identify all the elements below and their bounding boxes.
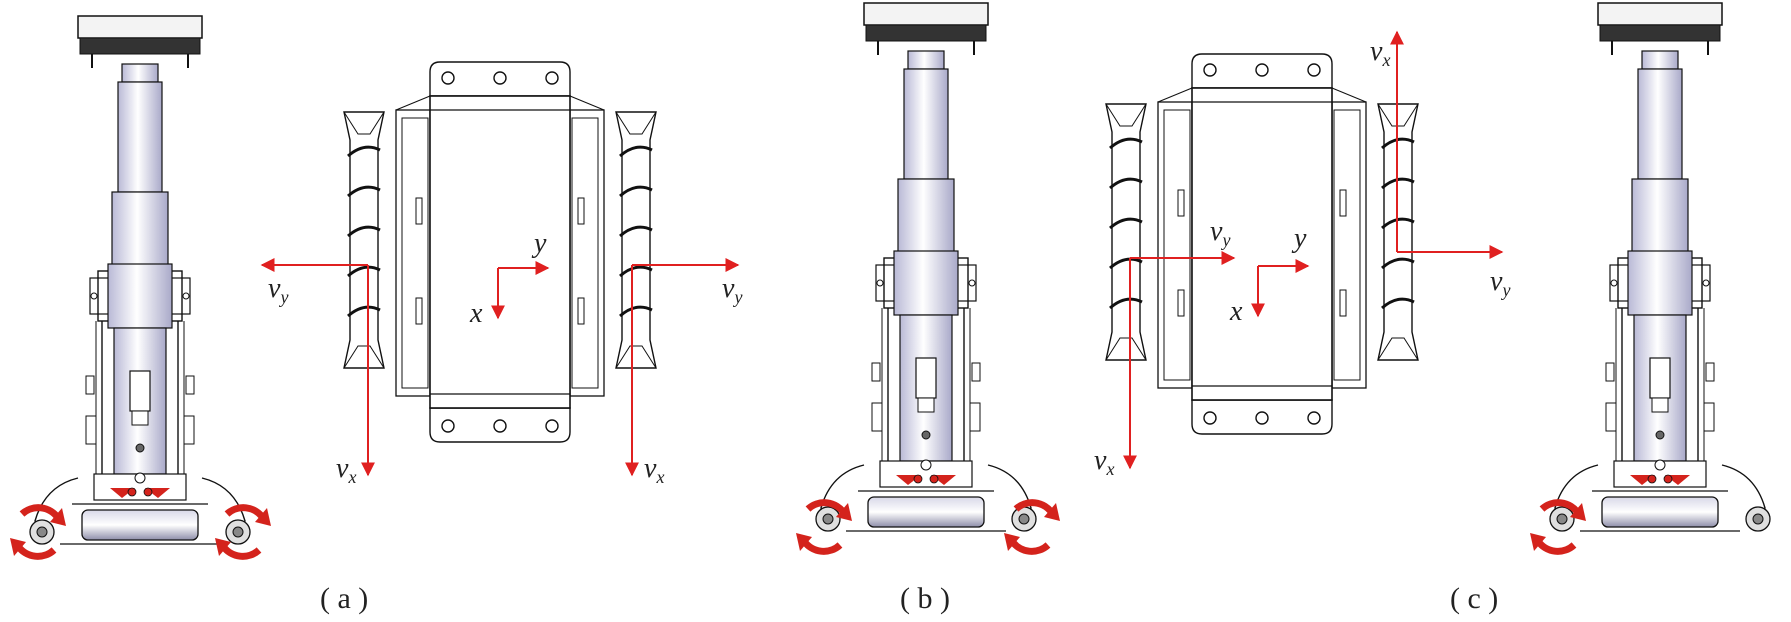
- panel-a-top-view: [342, 61, 658, 443]
- panel-label-b: ( b ): [900, 582, 950, 615]
- label-vy-left-b: vy: [1210, 216, 1231, 250]
- panel-b-side-view: [796, 2, 1060, 551]
- label-vx-left-b: vx: [1094, 445, 1115, 479]
- label-vy-right-b: vy: [1490, 266, 1511, 300]
- panel-b-top-view: [1104, 53, 1420, 435]
- label-vy-right-a: vy: [722, 273, 743, 307]
- panel-label-a: ( a ): [320, 582, 369, 615]
- label-vx-right-a: vx: [644, 453, 665, 487]
- label-axis-x-a: x: [470, 298, 483, 329]
- label-axis-y-b: y: [1294, 223, 1307, 254]
- label-vy-left-a: vy: [268, 273, 289, 307]
- panel-a-side-view: [10, 15, 271, 556]
- panel-c-side-view: [1530, 2, 1771, 551]
- label-axis-x-b: x: [1230, 296, 1243, 327]
- panel-a-velocity-arrows: [260, 258, 740, 477]
- label-vx-right-b: vx: [1370, 36, 1391, 70]
- panel-label-c: ( c ): [1450, 582, 1499, 615]
- panel-b-velocity-arrows: [1123, 30, 1504, 470]
- label-vx-left-a: vx: [336, 453, 357, 487]
- label-axis-y-a: y: [534, 228, 547, 259]
